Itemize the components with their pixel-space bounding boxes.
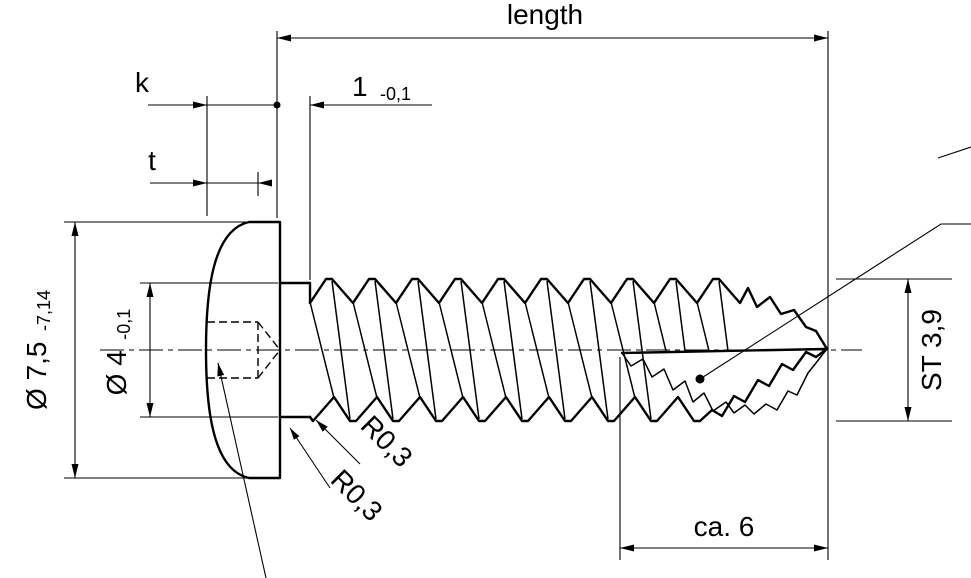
- dimension-length: length: [276, 0, 829, 560]
- dimension-recess-depth: t: [148, 145, 272, 196]
- recess-hidden-lines: [207, 321, 281, 379]
- thread-size-label: ST 3,9: [916, 309, 947, 391]
- screw-outline: [100, 220, 862, 480]
- dimension-thread-size: ST 3,9: [836, 278, 952, 422]
- fillet-radius-2-label: R0,3: [325, 463, 389, 527]
- drill-point-leader: [699, 223, 971, 380]
- dimension-head-diameter: Ø 7,5 -7,14: [21, 221, 246, 479]
- dimension-head-height: k: [135, 67, 281, 216]
- leader-lines: [217, 146, 971, 578]
- flute-edge: [620, 347, 828, 355]
- dimension-neck-diameter: Ø 4 -0,1: [101, 282, 278, 418]
- head-diameter-label: Ø 7,5 -7,14: [21, 290, 54, 410]
- dimension-point-length: ca. 6: [619, 357, 828, 560]
- offpage-leader: [937, 146, 971, 159]
- fillet-radius-1-label: R0,3: [355, 409, 419, 473]
- neck-length-label: 1 -0,1: [352, 71, 411, 104]
- neck-outline: [278, 281, 315, 423]
- dimension-dot: [273, 101, 281, 109]
- recess-leader: [217, 362, 267, 578]
- recess-depth-label: t: [148, 145, 156, 176]
- head-outline: [204, 220, 282, 480]
- thread-flank-lines: [309, 280, 729, 420]
- neck-diameter-label: Ø 4 -0,1: [101, 309, 134, 396]
- thread-top-profile: [308, 277, 829, 351]
- point-length-label: ca. 6: [694, 511, 755, 542]
- thread-bottom-profile: [308, 347, 829, 423]
- length-label: length: [507, 0, 583, 30]
- dimension-neck-length: 1 -0,1: [309, 71, 432, 280]
- head-height-label: k: [135, 67, 150, 98]
- break-line: [621, 349, 827, 415]
- drill-point-section: [620, 347, 828, 415]
- fillet-callouts: R0,3 R0,3: [289, 409, 419, 527]
